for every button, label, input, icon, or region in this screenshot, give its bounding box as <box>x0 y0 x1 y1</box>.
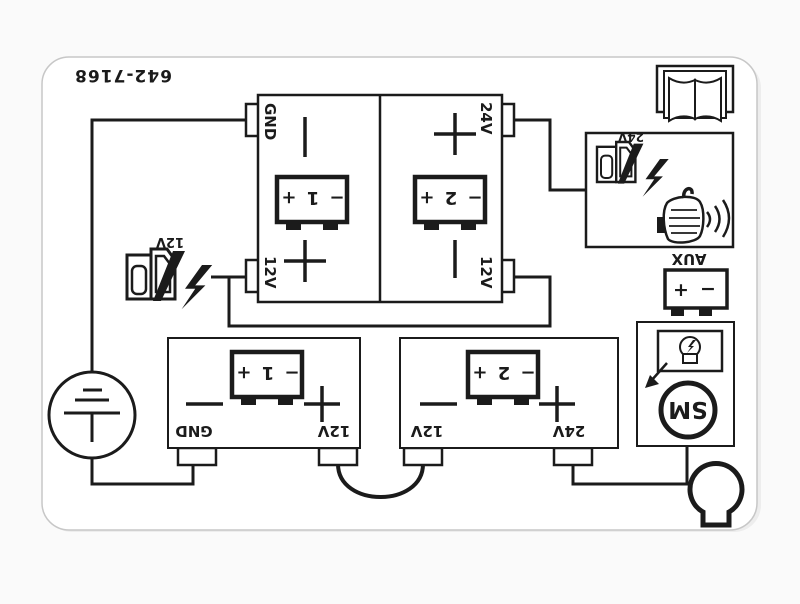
aux-minus: − <box>700 278 716 300</box>
sm-label: SM <box>668 396 707 422</box>
terminal-tab-24v <box>552 446 594 467</box>
battery2-label: − 2 + <box>417 187 482 208</box>
arrow-icon <box>645 362 668 388</box>
wire-12v-loop <box>227 275 552 328</box>
wire-24v-to-sm <box>571 446 689 486</box>
wire-battery-link <box>336 463 425 499</box>
battery-box-2: − 2 + 12V 24V <box>399 337 619 467</box>
battery1-icon: − 1 + <box>229 349 305 405</box>
sm-circle <box>658 380 718 440</box>
battery1-label: − 1 + <box>234 362 299 383</box>
aux-block: AUX + − <box>663 250 729 316</box>
battery1-icon: − 1 + <box>274 174 350 230</box>
battery2-label: − 2 + <box>470 362 535 383</box>
fuse-icon <box>595 140 644 184</box>
lightning-icon <box>642 159 669 197</box>
bulb-icon <box>687 461 745 528</box>
terminal-label-12v: 12V <box>410 422 443 440</box>
terminal-tab-12v <box>317 446 359 467</box>
flash-bulb-icon <box>679 336 701 364</box>
terminal-tab-gnd <box>176 446 218 467</box>
terminal-tab-12v <box>402 446 444 467</box>
terminal-label-12v-left: 12V <box>261 256 279 289</box>
polarity-marks <box>186 386 340 422</box>
terminal-label-24v: 24V <box>477 102 495 135</box>
fuse-12v: 12V <box>125 234 213 310</box>
terminal-label-gnd: GND <box>261 103 279 140</box>
sound-waves-icon <box>705 199 731 238</box>
horn-icon <box>657 186 731 244</box>
horn-box: 24V <box>584 130 735 249</box>
book-icon <box>655 64 735 123</box>
fuse-12v-label: 12V <box>156 234 184 249</box>
battery-box-1: − 1 + GND 12V <box>167 337 361 467</box>
fuse-icon <box>125 247 185 301</box>
battery2-icon: − 2 + <box>412 174 488 230</box>
equalizer-unit: GND 12V 24V 12V − 1 + − 2 + <box>244 93 516 304</box>
terminal-label-24v: 24V <box>552 422 585 440</box>
lightning-icon <box>181 265 213 310</box>
terminal-label-12v: 12V <box>317 422 350 440</box>
wire-24v-to-horn <box>514 118 586 192</box>
wires <box>90 118 689 499</box>
battery1-label: − 1 + <box>279 187 344 208</box>
battery2-icon: − 2 + <box>465 349 541 405</box>
polarity-marks <box>284 113 476 282</box>
wire-gnd-to-ground <box>90 118 246 372</box>
part-number: 642-7168 <box>74 65 172 85</box>
wire-ground-to-battery1 <box>90 458 195 486</box>
polarity-marks <box>420 386 575 422</box>
aux-plus: + <box>673 279 689 301</box>
fuse-24v-label: 24V <box>617 130 644 144</box>
terminal-label-gnd: GND <box>175 422 212 440</box>
starter-box: SM <box>636 321 735 447</box>
aux-title: AUX <box>671 250 706 268</box>
ground-icon <box>47 370 137 460</box>
aux-body <box>663 268 729 310</box>
terminal-label-12v-right: 12V <box>477 256 495 289</box>
